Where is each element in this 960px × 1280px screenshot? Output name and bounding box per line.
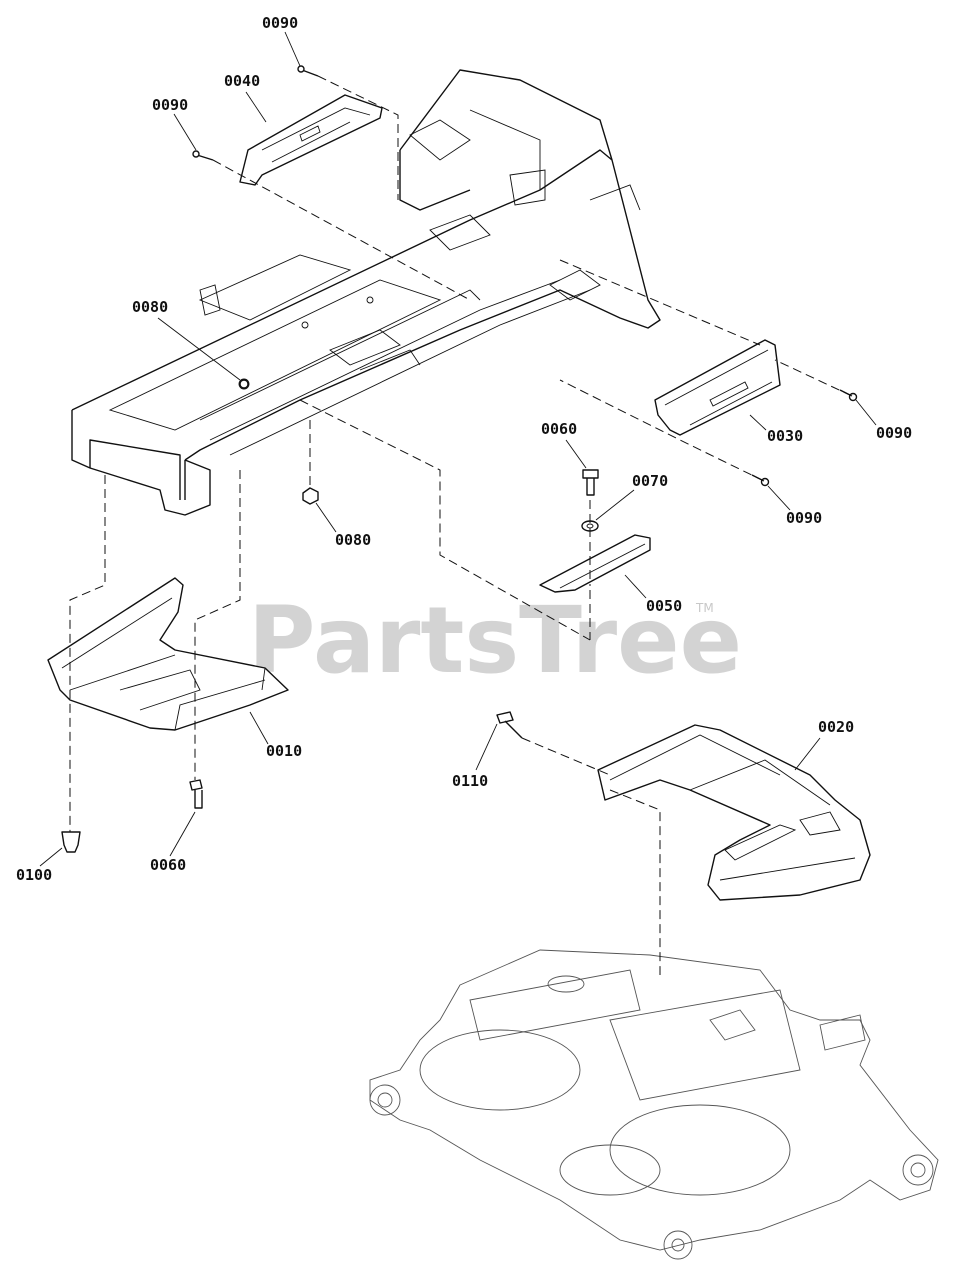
label-0110: 0110 (452, 772, 488, 790)
part-0040-bracket-drawing (239, 94, 383, 186)
mower-deck-drawing (369, 949, 939, 1260)
label-0020: 0020 (818, 718, 854, 736)
part-0050-plate-drawing (539, 534, 651, 593)
tractor-frame-drawing (71, 69, 661, 516)
label-0090-left: 0090 (152, 96, 188, 114)
partstree-watermark: PartsTree (248, 587, 742, 694)
label-0010: 0010 (266, 742, 302, 760)
part-0030-bracket-drawing (654, 339, 781, 436)
part-0010-cover-drawing (47, 577, 289, 731)
label-0030: 0030 (767, 427, 803, 445)
label-0090-top: 0090 (262, 14, 298, 32)
assembly-leader-lines (69, 75, 853, 975)
part-labels: 0090 0040 0090 0080 0090 0030 0060 0070 … (16, 14, 912, 884)
label-0060-top: 0060 (541, 420, 577, 438)
label-0080-bottom: 0080 (335, 531, 371, 549)
label-0100: 0100 (16, 866, 52, 884)
label-0080-top: 0080 (132, 298, 168, 316)
label-0070: 0070 (632, 472, 668, 490)
label-0050: 0050 (646, 597, 682, 615)
label-0040: 0040 (224, 72, 260, 90)
label-0090-right: 0090 (876, 424, 912, 442)
label-0090-lower: 0090 (786, 509, 822, 527)
label-leaders (39, 31, 877, 867)
label-0060-bottom: 0060 (150, 856, 186, 874)
hardware-drawings (61, 65, 858, 853)
part-0020-deck-cover-drawing (597, 724, 871, 901)
trademark-mark: TM (695, 601, 714, 615)
